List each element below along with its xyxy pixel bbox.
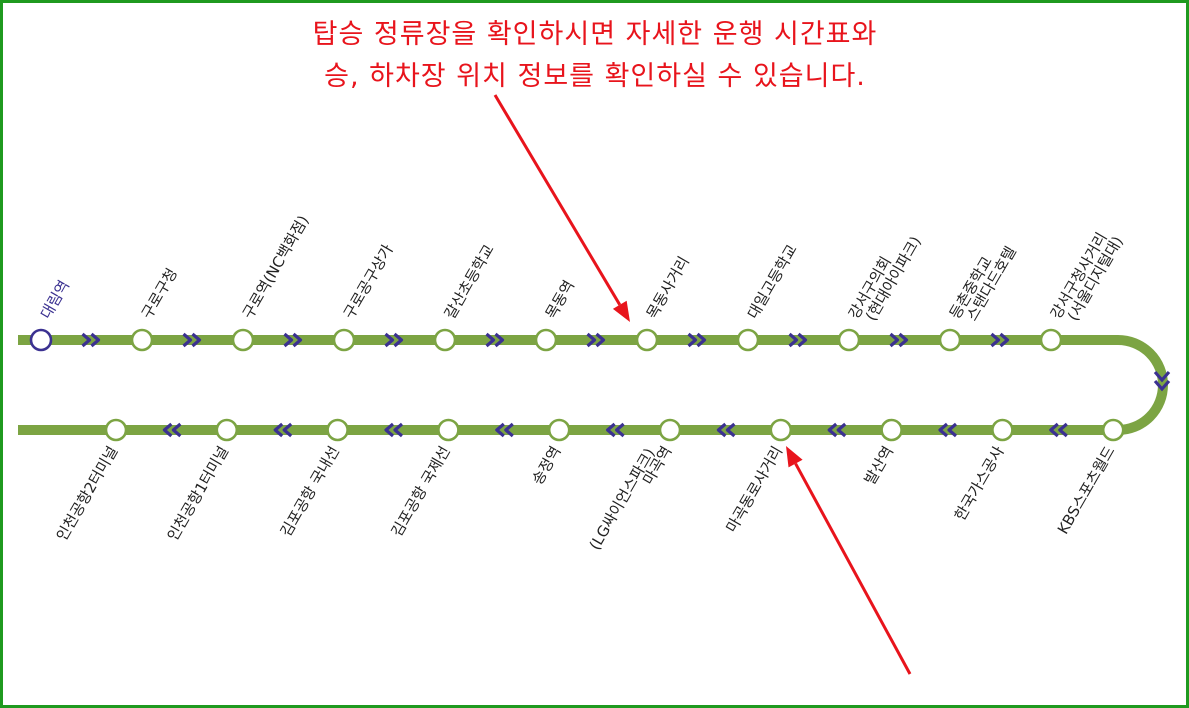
- stop-name: 목동사거리: [643, 253, 693, 322]
- direction-chevron-right-icon: [889, 332, 909, 348]
- stop-name: 구로역(NC백화점): [239, 212, 313, 322]
- stop-name: KBS스포츠월드: [1054, 443, 1119, 537]
- direction-chevron-left-icon: [1049, 422, 1068, 438]
- stop-name: 송정역: [528, 443, 564, 488]
- direction-chevron-right-icon: [384, 332, 404, 348]
- notice-line-1: 탑승 정류장을 확인하시면 자세한 운행 시간표와: [312, 19, 878, 50]
- direction-chevron-right-icon: [81, 332, 101, 348]
- direction-chevron-left-icon: [827, 422, 847, 438]
- route-stops: 대림역 구로구청 구로역(NC백화점) 구로공구상가 갈산초등학교 목동역 목동사거리 대일고…: [29, 212, 1127, 553]
- direction-chevron-right-icon: [182, 332, 202, 348]
- direction-chevron-down-icon: [1153, 370, 1171, 392]
- stop-marker[interactable]: [534, 328, 558, 352]
- bus-stop[interactable]: 강서구의회(현대아이파크): [837, 233, 925, 352]
- stop-name: 구로공구상가: [340, 241, 397, 322]
- stop-marker[interactable]: [635, 328, 659, 352]
- instruction-notice: 탑승 정류장을 확인하시면 자세한 운행 시간표와 승, 하차장 위치 정보를 …: [150, 14, 1040, 98]
- bus-stop[interactable]: 인천공항2터미널: [53, 418, 128, 544]
- stop-marker[interactable]: [658, 418, 682, 442]
- direction-chevron-left-icon: [273, 422, 293, 438]
- stop-marker[interactable]: [215, 418, 239, 442]
- bus-stop[interactable]: 인천공항1터미널: [164, 418, 239, 544]
- bus-stop[interactable]: 마곡동로사거리: [722, 418, 793, 536]
- stop-marker[interactable]: [880, 418, 903, 442]
- bus-stop[interactable]: 한국가스공사: [951, 418, 1014, 524]
- stop-marker[interactable]: [130, 328, 154, 352]
- stop-marker[interactable]: [837, 328, 861, 352]
- stop-subname: (LG싸이언스파크): [586, 445, 659, 553]
- stop-marker[interactable]: [231, 328, 255, 352]
- route-line: [18, 335, 1168, 435]
- stop-marker[interactable]: [1101, 418, 1125, 442]
- pointer-arrows: [493, 94, 912, 675]
- stop-marker[interactable]: [104, 418, 128, 442]
- stop-name: 갈산초등학교: [441, 241, 498, 322]
- stop-name: 인천공항2터미널: [53, 443, 122, 544]
- stop-marker[interactable]: [29, 328, 53, 352]
- stop-name: 구로구청: [138, 265, 181, 322]
- route-path: [18, 335, 1168, 435]
- direction-chevron-left-icon: [495, 422, 514, 438]
- direction-chevron-right-icon: [990, 332, 1010, 348]
- direction-chevron-left-icon: [605, 422, 625, 438]
- stop-name: 김포공항 국내선: [277, 443, 343, 540]
- stop-name: 마곡동로사거리: [722, 443, 786, 536]
- pointer-arrow-up-icon: [493, 94, 630, 322]
- bus-stop[interactable]: 김포공항 국내선: [277, 418, 349, 540]
- direction-chevron-left-icon: [162, 422, 182, 438]
- bus-stop[interactable]: 김포공항 국제선: [388, 418, 460, 540]
- direction-chevron-left-icon: [716, 422, 736, 438]
- bus-stop[interactable]: 강서구청사거리(서울디지털대): [1039, 229, 1127, 352]
- stop-marker[interactable]: [433, 328, 457, 352]
- stop-marker[interactable]: [938, 328, 962, 352]
- stop-marker[interactable]: [769, 418, 793, 442]
- stop-marker[interactable]: [547, 418, 571, 442]
- stop-marker[interactable]: [991, 418, 1014, 442]
- stop-name: 김포공항 국제선: [388, 443, 454, 540]
- direction-chevron-right-icon: [586, 332, 606, 348]
- bus-stop[interactable]: KBS스포츠월드: [1054, 418, 1125, 537]
- stop-name: 목동역: [542, 277, 578, 322]
- direction-chevron-right-icon: [283, 332, 303, 348]
- stop-name: 인천공항1터미널: [164, 443, 233, 544]
- stop-marker[interactable]: [1039, 328, 1063, 352]
- direction-chevron-left-icon: [384, 422, 404, 438]
- stop-name: 한국가스공사: [951, 443, 1008, 524]
- direction-chevron-right-icon: [485, 332, 505, 348]
- direction-chevron-right-icon: [687, 332, 707, 348]
- direction-arrows: [81, 332, 1171, 438]
- stop-marker[interactable]: [437, 418, 460, 442]
- bus-stop[interactable]: 구로역(NC백화점): [231, 212, 313, 352]
- stop-name: 발산역: [861, 443, 897, 488]
- pointer-arrow-down-icon: [786, 446, 912, 675]
- bus-stop[interactable]: 마곡역(LG싸이언스파크): [586, 418, 682, 553]
- stop-name: 대림역: [37, 277, 73, 322]
- stop-marker[interactable]: [736, 328, 760, 352]
- stop-marker[interactable]: [326, 418, 349, 442]
- stop-marker[interactable]: [332, 328, 356, 352]
- notice-line-2: 승, 하차장 위치 정보를 확인하실 수 있습니다.: [324, 61, 866, 92]
- direction-chevron-left-icon: [938, 422, 958, 438]
- stop-name: 대일고등학교: [744, 241, 801, 322]
- direction-chevron-right-icon: [788, 332, 808, 348]
